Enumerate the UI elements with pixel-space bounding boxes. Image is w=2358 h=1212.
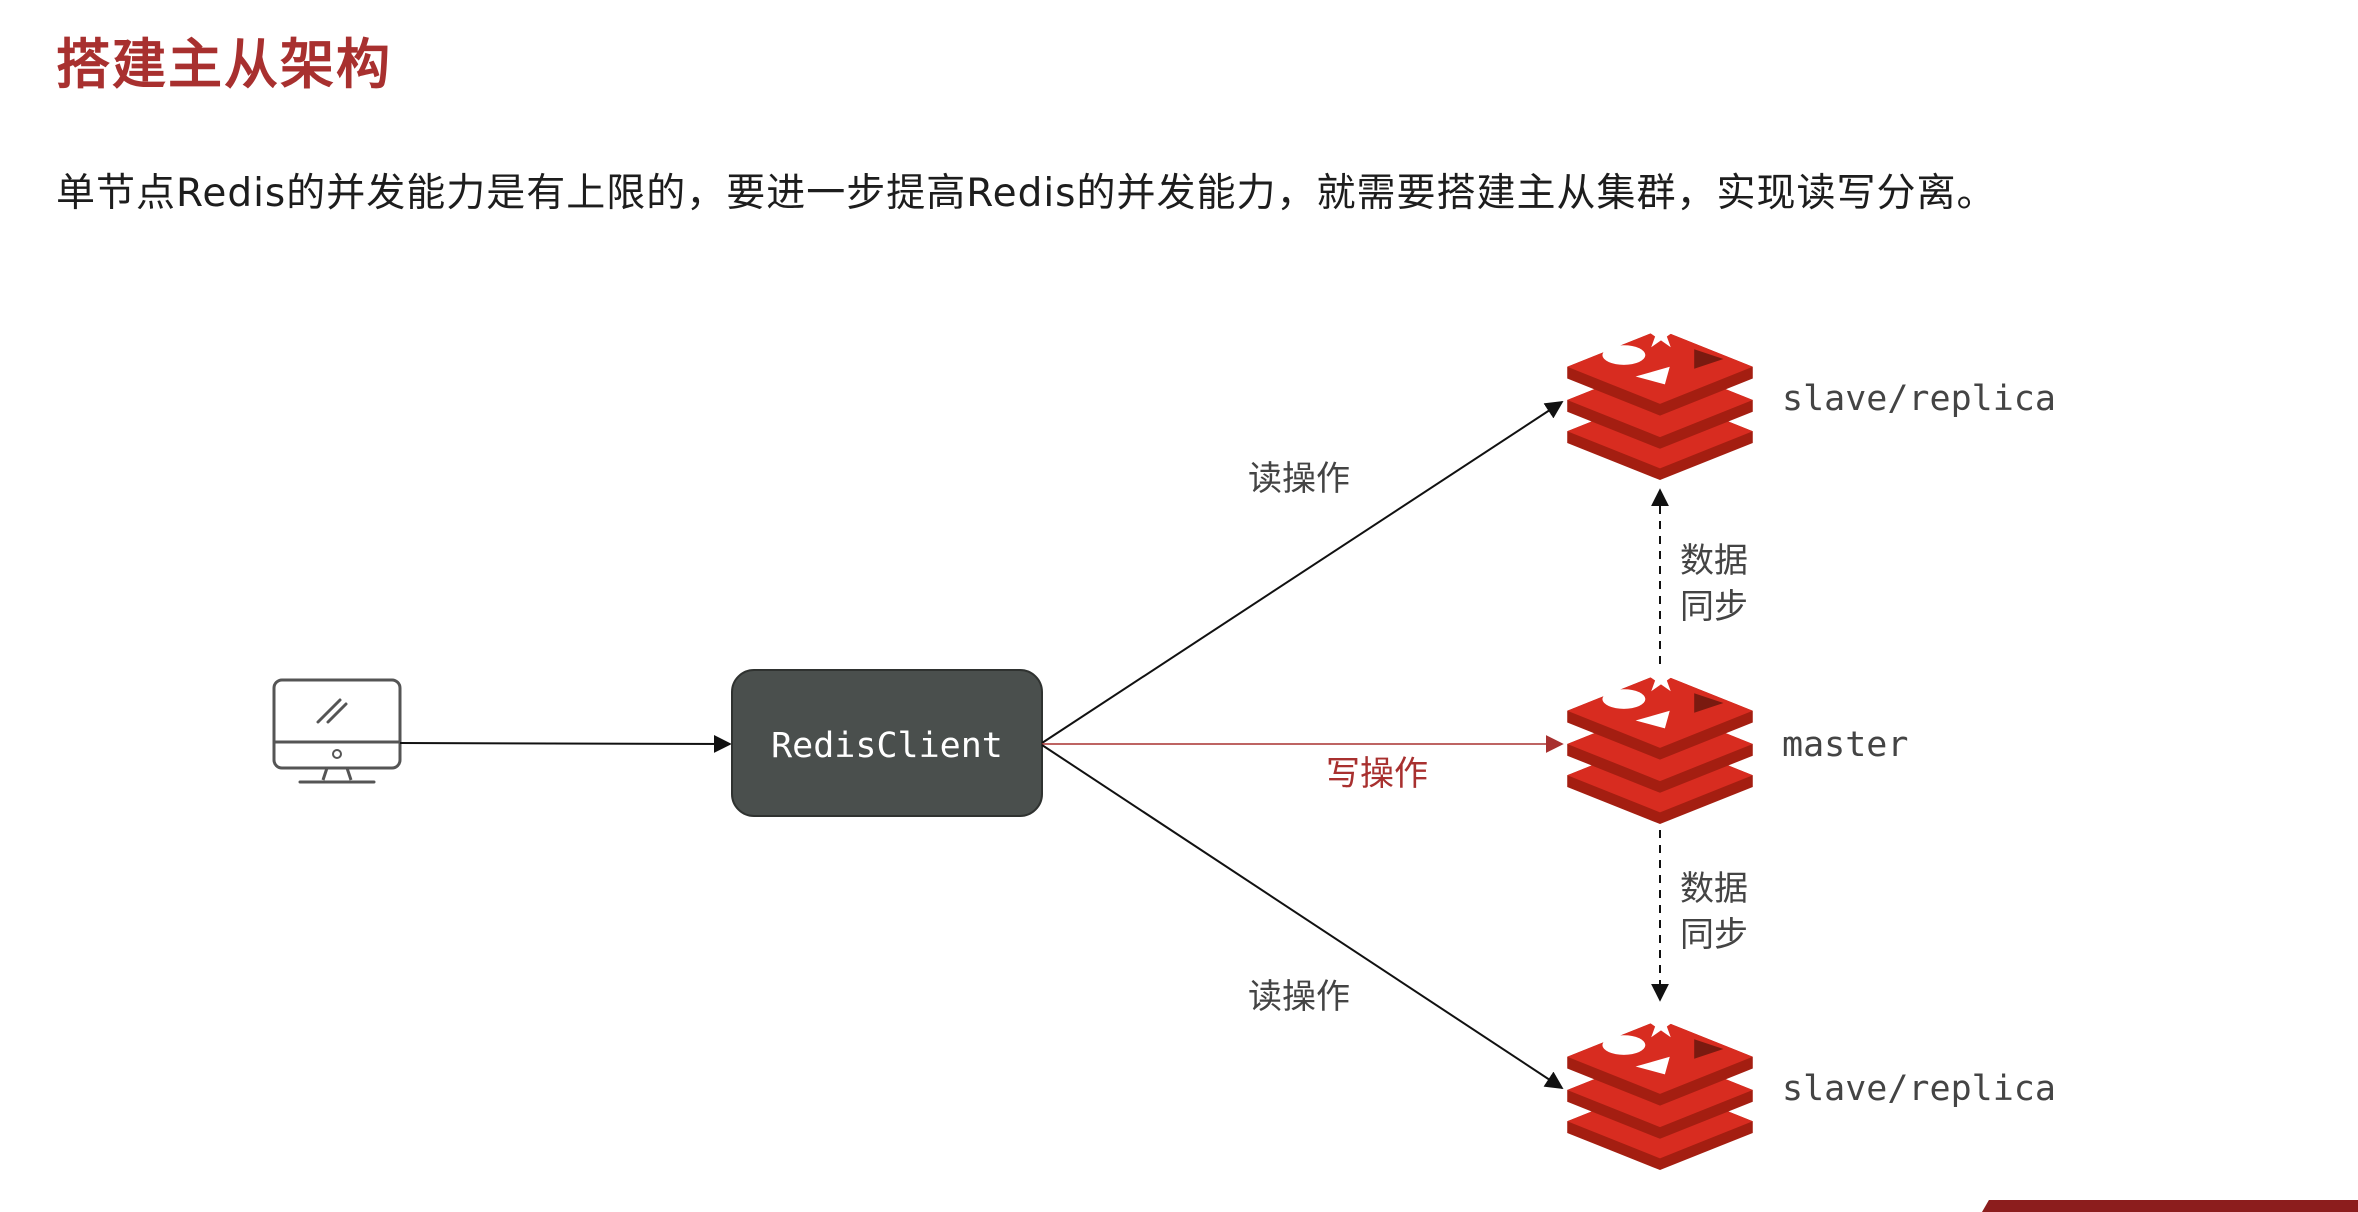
slide-title: 搭建主从架构 xyxy=(56,33,392,96)
master-label: master xyxy=(1782,725,1908,765)
sync-label-top-line2: 同步 xyxy=(1680,587,1748,627)
computer-to-client-edge xyxy=(399,734,732,753)
read-label-top: 读操作 xyxy=(1248,459,1350,499)
replica-top-label: slave/replica xyxy=(1782,379,2056,419)
redis-logo-icon xyxy=(1567,318,1753,481)
sync-label-bottom-line1: 数据 xyxy=(1680,869,1748,909)
redis-replica-bottom: slave/replica xyxy=(1567,1008,2056,1171)
sync-label-bottom-line2: 同步 xyxy=(1680,915,1748,955)
corner-decoration xyxy=(1982,1200,2358,1212)
redis-replica-top: slave/replica xyxy=(1567,318,2056,481)
redis-client-label: RedisClient xyxy=(771,726,1003,766)
replica-bottom-label: slave/replica xyxy=(1782,1069,2056,1109)
redis-logo-icon xyxy=(1567,662,1753,825)
read-edge-top xyxy=(1041,401,1564,744)
read-label-bottom: 读操作 xyxy=(1248,977,1350,1017)
redis-logo-icon xyxy=(1567,1008,1753,1171)
read-edge-bottom xyxy=(1041,744,1564,1089)
write-label: 写操作 xyxy=(1326,754,1428,794)
computer-icon xyxy=(272,678,402,784)
slide-description: 单节点Redis的并发能力是有上限的，要进一步提高Redis的并发能力，就需要搭… xyxy=(56,171,1997,216)
redis-client-node: RedisClient xyxy=(731,669,1043,817)
sync-label-top-line1: 数据 xyxy=(1680,541,1748,581)
redis-master: master xyxy=(1567,662,1908,825)
